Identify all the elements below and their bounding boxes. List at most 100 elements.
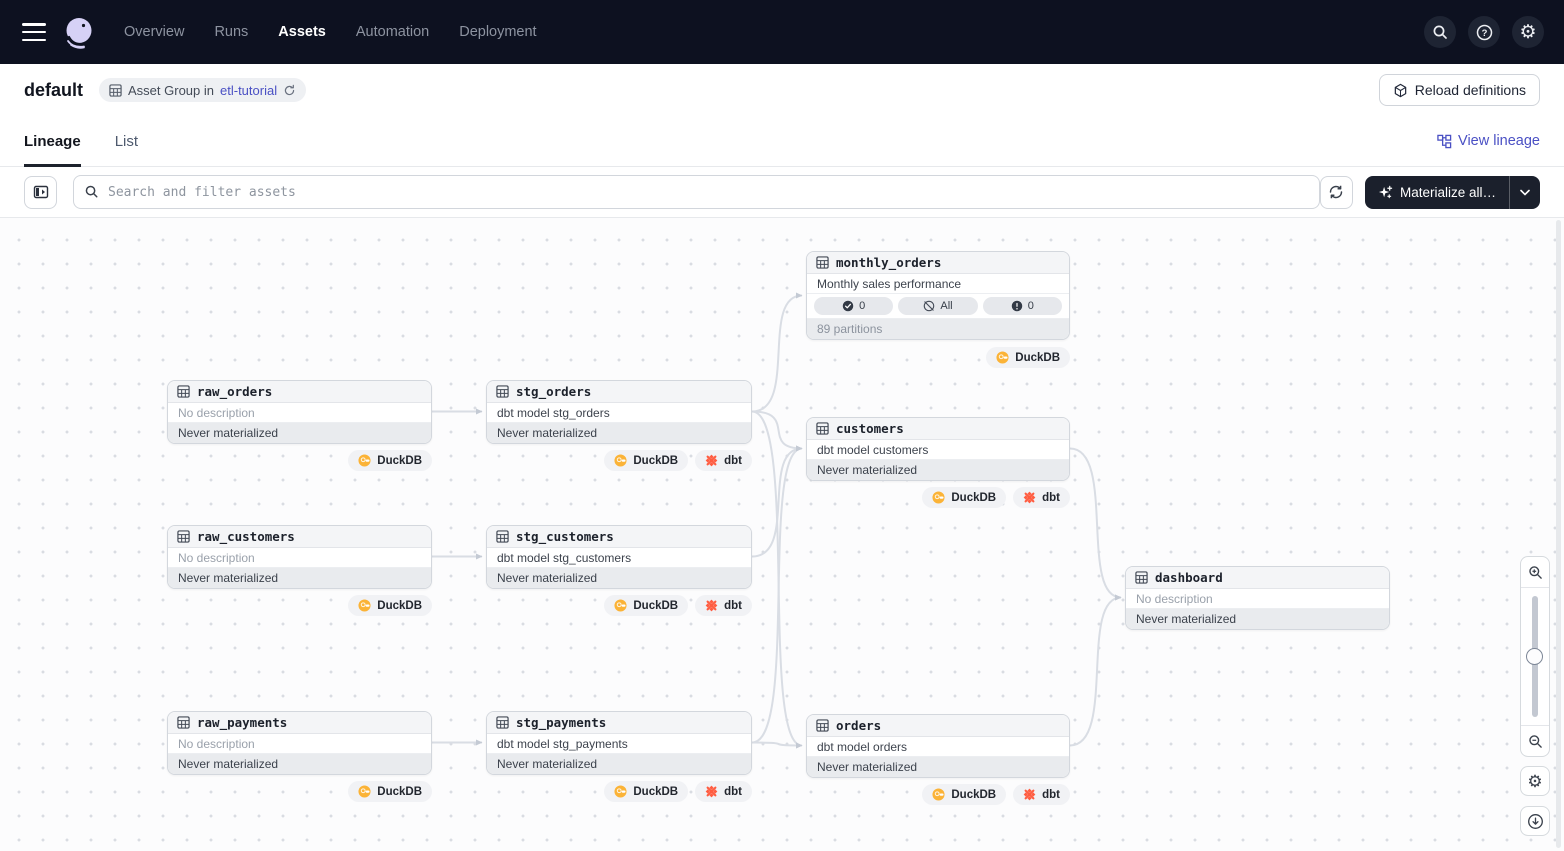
zoom-out-button[interactable]: [1521, 726, 1549, 756]
table-icon: [496, 385, 509, 398]
materialize-all-button[interactable]: Materialize all…: [1365, 176, 1509, 209]
dbt-badge[interactable]: dbt: [1013, 487, 1070, 508]
duckdb-icon: [358, 599, 371, 612]
settings-icon[interactable]: ⚙: [1512, 16, 1544, 48]
duckdb-badge[interactable]: DuckDB: [922, 487, 1007, 508]
page-title: default: [24, 79, 84, 100]
asset-group-icon: [109, 83, 122, 97]
help-icon[interactable]: ?: [1468, 16, 1500, 48]
graph-settings-button[interactable]: ⚙: [1520, 766, 1550, 796]
duckdb-badge[interactable]: DuckDB: [604, 781, 689, 802]
zoom-in-icon: [1528, 565, 1542, 579]
open-panel-button[interactable]: [24, 175, 57, 209]
duckdb-badge[interactable]: DuckDB: [348, 450, 432, 471]
asset-status: Never materialized: [487, 568, 751, 588]
asset-status: 89 partitions: [807, 319, 1069, 339]
table-icon: [816, 256, 829, 269]
duckdb-badge[interactable]: DuckDB: [986, 347, 1070, 368]
dbt-badge[interactable]: dbt: [1013, 784, 1070, 805]
check-pill-label: All: [940, 300, 953, 312]
asset-check-pill[interactable]: All: [898, 297, 978, 315]
refresh-icon: [1330, 185, 1343, 199]
asset-node-header[interactable]: raw_orders: [168, 381, 431, 403]
dagster-logo-icon[interactable]: [62, 15, 96, 49]
duckdb-badge[interactable]: DuckDB: [348, 595, 432, 616]
asset-node-header[interactable]: raw_payments: [168, 712, 431, 734]
asset-description: No description: [168, 734, 431, 754]
view-lineage-link[interactable]: View lineage: [1437, 133, 1540, 149]
dbt-badge[interactable]: dbt: [695, 781, 752, 802]
canvas-scrollbar[interactable]: [1556, 220, 1561, 848]
dbt-badge[interactable]: dbt: [695, 595, 752, 616]
asset-node-header[interactable]: orders: [807, 715, 1069, 737]
asset-node-header[interactable]: stg_customers: [487, 526, 751, 548]
dbt-icon: [1023, 491, 1036, 504]
badge-label: DuckDB: [377, 785, 422, 798]
nav-item-runs[interactable]: Runs: [214, 24, 249, 40]
nav-item-automation[interactable]: Automation: [355, 24, 430, 40]
asset-description: dbt model stg_orders: [487, 403, 751, 423]
badge-label: dbt: [1042, 788, 1060, 801]
search-input[interactable]: [73, 175, 1320, 209]
asset-node-header[interactable]: monthly_orders: [807, 252, 1069, 274]
duckdb-icon: [996, 351, 1009, 364]
duckdb-badge[interactable]: DuckDB: [922, 784, 1007, 805]
asset-check-pill[interactable]: 0: [982, 297, 1062, 315]
duckdb-icon: [614, 454, 627, 467]
asset-name: stg_customers: [516, 529, 614, 544]
top-nav: Overview Runs Assets Automation Deployme…: [0, 0, 1564, 64]
search-icon[interactable]: [1424, 16, 1456, 48]
reload-location-icon[interactable]: [283, 84, 296, 97]
tab-list[interactable]: List: [114, 132, 139, 150]
check-pill-label: 0: [859, 300, 866, 312]
zoom-in-button[interactable]: [1521, 557, 1549, 587]
reload-definitions-button[interactable]: Reload definitions: [1378, 74, 1540, 106]
asset-badges-raw_payments: DuckDB: [167, 781, 432, 802]
badge-label: dbt: [1042, 491, 1060, 504]
duckdb-badge[interactable]: DuckDB: [348, 781, 432, 802]
asset-node-header[interactable]: stg_orders: [487, 381, 751, 403]
nav-item-deployment[interactable]: Deployment: [459, 24, 537, 40]
asset-node-header[interactable]: raw_customers: [168, 526, 431, 548]
zoom-slider-knob[interactable]: [1526, 648, 1543, 665]
nav-item-overview[interactable]: Overview: [124, 24, 185, 40]
zoom-slider[interactable]: [1521, 587, 1549, 726]
asset-node-header[interactable]: dashboard: [1126, 567, 1389, 589]
menu-icon[interactable]: [22, 23, 46, 41]
materialize-dropdown-button[interactable]: [1509, 175, 1540, 209]
badge-label: DuckDB: [951, 491, 997, 504]
asset-status: Never materialized: [1126, 609, 1389, 629]
asset-node-header[interactable]: stg_payments: [487, 712, 751, 734]
duckdb-icon: [932, 788, 945, 801]
asset-description: dbt model customers: [807, 440, 1069, 460]
table-icon: [496, 716, 509, 729]
lineage-edges: [431, 292, 1122, 749]
asset-node-header[interactable]: customers: [807, 418, 1069, 440]
asset-status: Never materialized: [168, 423, 431, 443]
gear-icon: ⚙: [1527, 771, 1543, 791]
recenter-button[interactable]: [1520, 806, 1550, 836]
code-location-link[interactable]: etl-tutorial: [220, 82, 278, 98]
materialize-split-button: Materialize all…: [1364, 175, 1540, 209]
tab-lineage[interactable]: Lineage: [24, 116, 81, 167]
nav-item-assets[interactable]: Assets: [278, 24, 326, 40]
duckdb-badge[interactable]: DuckDB: [604, 595, 689, 616]
edge-customers-to-dashboard: [1069, 447, 1122, 601]
asset-description: dbt model orders: [807, 737, 1069, 757]
refresh-button[interactable]: [1319, 175, 1353, 209]
dbt-badge[interactable]: dbt: [695, 450, 752, 471]
asset-description: Monthly sales performance: [807, 274, 1069, 294]
asset-check-pill[interactable]: 0: [814, 297, 894, 315]
duckdb-badge[interactable]: DuckDB: [604, 450, 689, 471]
